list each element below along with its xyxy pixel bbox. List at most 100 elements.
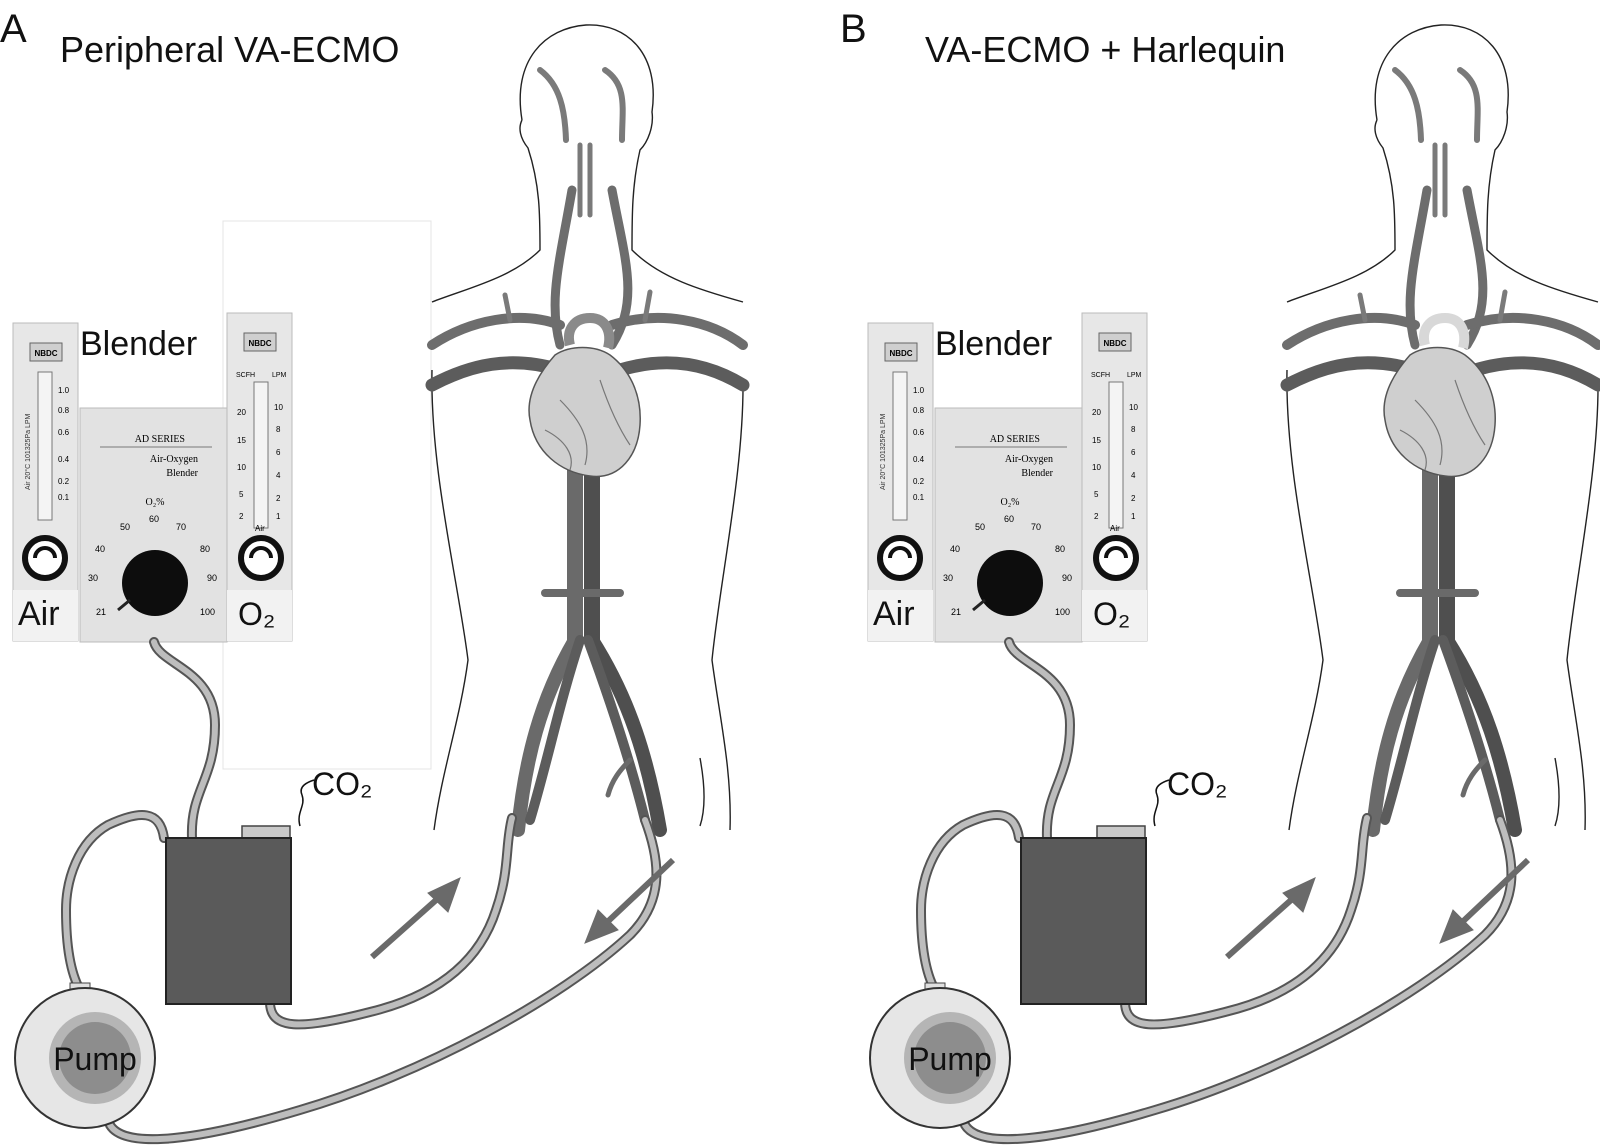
oxygenator [165,837,292,1005]
svg-text:0.2: 0.2 [58,477,70,486]
svg-text:40: 40 [95,544,105,554]
air-side-text: Air 20°C 101325Pa LPM [24,413,32,490]
co2-vent-line [1153,779,1170,827]
svg-text:100: 100 [1055,607,1070,617]
svg-text:2: 2 [239,512,244,521]
blender-name-line2: Blender [166,468,198,479]
o2-label: O₂ [1093,596,1130,632]
panel-letter: A [0,7,27,51]
svg-text:100: 100 [200,607,215,617]
pump: Pump [869,982,1011,1129]
panel-title: Peripheral VA-ECMO [60,29,399,70]
air-side-text: Air 20°C 101325Pa LPM [879,413,887,490]
svg-text:0.2: 0.2 [913,477,925,486]
svg-text:4: 4 [276,471,281,480]
blender-label: Blender [935,325,1052,363]
svg-text:2: 2 [276,494,281,503]
svg-text:21: 21 [951,607,961,617]
svg-text:30: 30 [88,573,98,583]
svg-text:21: 21 [96,607,106,617]
svg-text:0.4: 0.4 [913,455,925,464]
o2-percent-dial [122,550,188,616]
flow-arrows [370,857,676,960]
air-knob [22,535,68,581]
air-tube [892,371,908,521]
o2-percent-label: O₂% [1000,497,1019,508]
air-brand: NBDC [889,349,912,358]
o2-tube [1108,381,1124,529]
flow-arrow-up [1225,890,1301,960]
air-knob [877,535,923,581]
dial-scale: 21 30 40 50 60 70 80 90 100 [943,514,1072,617]
body-outline [1286,24,1599,831]
svg-text:70: 70 [176,522,186,532]
flow-arrows [1225,857,1531,960]
svg-text:1.0: 1.0 [913,386,925,395]
air-tube [37,371,53,521]
svg-text:10: 10 [237,463,246,472]
o2-knob [1093,535,1139,581]
o2-brand: NBDC [248,339,271,348]
svg-text:40: 40 [950,544,960,554]
flow-arrow-down [1454,857,1531,930]
svg-text:1.0: 1.0 [58,386,70,395]
svg-text:0.1: 0.1 [913,493,925,502]
blender-device: Blender NBDC Air 20°C 101325Pa LPM 1.0 0… [12,312,293,643]
svg-text:90: 90 [1062,573,1072,583]
circuit-tubing [60,637,662,1145]
blender-name-line2: Blender [1021,468,1053,479]
flow-arrow-down [599,857,676,930]
blender-device: Blender NBDC Air 20°C 101325Pa LPM 1.0 0… [867,312,1148,643]
svg-text:15: 15 [1092,436,1101,445]
o2-air-mark: Air [255,524,265,533]
o2-tube [253,381,269,529]
svg-text:2: 2 [1131,494,1136,503]
o2-scale-right: 10 8 6 4 2 1 [1129,403,1138,521]
svg-text:15: 15 [237,436,246,445]
svg-text:0.6: 0.6 [58,428,70,437]
air-brand: NBDC [34,349,57,358]
body-outline [431,24,744,831]
vessel-tree [425,67,750,837]
o2-scale-left: 20 15 10 5 2 [237,408,246,521]
o2-scale-left: 20 15 10 5 2 [1092,408,1101,521]
o2-label: O₂ [238,596,275,632]
vessel-tree [1280,67,1600,837]
svg-text:80: 80 [200,544,210,554]
blender-name-line1: Air-Oxygen [150,454,198,465]
svg-text:1: 1 [1131,512,1136,521]
svg-text:0.6: 0.6 [913,428,925,437]
svg-text:5: 5 [239,490,244,499]
svg-text:20: 20 [1092,408,1101,417]
svg-text:10: 10 [1129,403,1138,412]
o2-knob [238,535,284,581]
svg-text:0.8: 0.8 [913,406,925,415]
o2-units-right: LPM [272,372,287,379]
air-scale: 1.0 0.8 0.6 0.4 0.2 0.1 [913,386,925,502]
svg-text:6: 6 [276,448,281,457]
svg-text:30: 30 [943,573,953,583]
co2-label: CO₂ [1167,766,1227,802]
o2-air-mark: Air [1110,524,1120,533]
svg-text:0.4: 0.4 [58,455,70,464]
series-label: AD SERIES [990,434,1040,445]
co2-vent-line [298,779,315,827]
o2-units-right: LPM [1127,372,1142,379]
svg-text:8: 8 [1131,425,1136,434]
o2-units-left: SCFH [1091,372,1110,379]
svg-text:70: 70 [1031,522,1041,532]
blender-name-line1: Air-Oxygen [1005,454,1053,465]
air-scale: 1.0 0.8 0.6 0.4 0.2 0.1 [58,386,70,502]
svg-text:60: 60 [1004,514,1014,524]
svg-text:1: 1 [276,512,281,521]
svg-text:5: 5 [1094,490,1099,499]
o2-brand: NBDC [1103,339,1126,348]
svg-text:90: 90 [207,573,217,583]
svg-text:4: 4 [1131,471,1136,480]
dial-scale: 21 30 40 50 60 70 80 90 100 [88,514,217,617]
co2-label: CO₂ [312,766,372,802]
svg-text:2: 2 [1094,512,1099,521]
air-label: Air [18,595,60,633]
svg-text:6: 6 [1131,448,1136,457]
panel-title: VA-ECMO + Harlequin [925,29,1285,70]
